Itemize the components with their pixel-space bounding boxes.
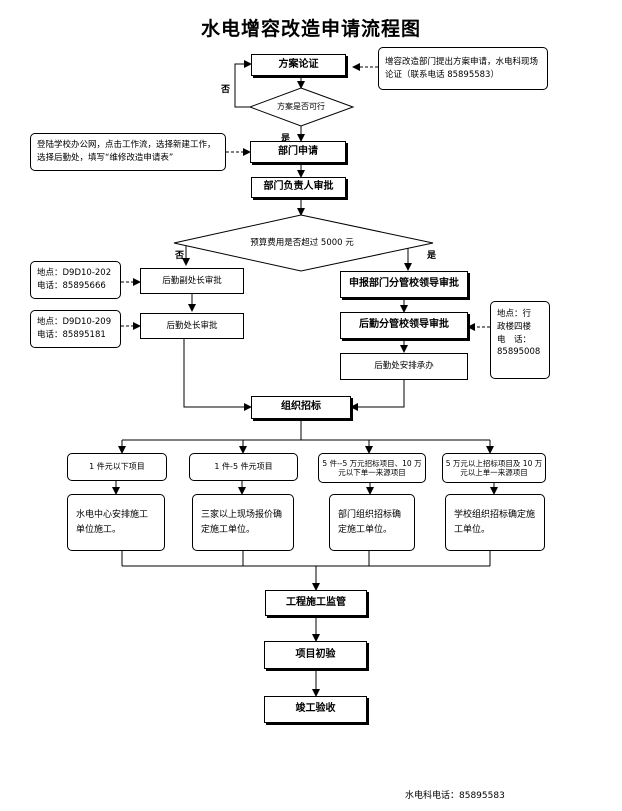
tier-action-4: 学校组织招标确定施工单位。 bbox=[445, 494, 545, 551]
leader-note-line2: 政楼四楼 bbox=[497, 321, 532, 332]
page-title: 水电增容改造申请流程图 bbox=[200, 18, 421, 40]
tier-action-2: 三家以上现场报价确定施工单位。 bbox=[192, 494, 294, 551]
apply-note: 登陆学校办公网，点击工作流，选择新建工作，选择后勤处，填写“维修改造申请表” bbox=[30, 133, 226, 171]
leader-note-line4: 85895008 bbox=[497, 347, 541, 358]
tier-condition-1: 1 件元以下项目 bbox=[67, 453, 167, 481]
director-note-line1: 地点：D9D10-209 bbox=[37, 317, 112, 327]
director-note: 地点：D9D10-209 电话：85895181 bbox=[30, 310, 121, 348]
construction-box: 工程施工监管 bbox=[265, 590, 367, 616]
dept-head-box: 部门负责人审批 bbox=[251, 177, 346, 198]
plan-note: 增容改造部门提出方案申请，水电科现场论证（联系电话 85895583） bbox=[378, 47, 548, 90]
leader-note: 地点：行 政楼四楼 电 话： 85895008 bbox=[490, 301, 550, 379]
feasible-diamond bbox=[248, 87, 355, 127]
deputy-note-line2: 电话：85895666 bbox=[37, 280, 106, 291]
bidding-box: 组织招标 bbox=[251, 396, 351, 419]
tier-action-3: 部门组织招标确定施工单位。 bbox=[329, 494, 415, 551]
director-note-line2: 电话：85895181 bbox=[37, 329, 106, 340]
feasible-yes-label: 是 bbox=[281, 134, 291, 144]
leader-note-line1: 地点：行 bbox=[497, 309, 532, 319]
report-leader-box: 申报部门分管校领导审批 bbox=[340, 271, 468, 298]
footer-phone: 水电科电话：85895583 bbox=[405, 791, 505, 801]
tier-condition-4: 5 万元以上招标项目及 10 万元以上单一来源项目 bbox=[442, 453, 546, 483]
tier-condition-3: 5 件--5 万元招标项目、10 万元以下单一来源项目 bbox=[318, 453, 426, 483]
initial-check-box: 项目初验 bbox=[264, 641, 367, 669]
tier-action-1: 水电中心安排施工单位施工。 bbox=[67, 494, 165, 551]
feasible-no-label: 否 bbox=[221, 85, 231, 95]
dept-apply-box: 部门申请 bbox=[250, 141, 346, 163]
tier-condition-2: 1 件-5 件元项目 bbox=[189, 453, 298, 481]
budget-yes-label: 是 bbox=[427, 251, 437, 261]
deputy-note-line1: 地点：D9D10-202 bbox=[37, 268, 112, 278]
deputy-note: 地点：D9D10-202 电话：85895666 bbox=[30, 261, 121, 299]
final-check-box: 竣工验收 bbox=[264, 696, 367, 723]
feasible-label: 方案是否可行 bbox=[277, 102, 325, 111]
budget-label: 预算费用是否超过 5000 元 bbox=[250, 238, 354, 248]
logistics-arrange-box: 后勤处安排承办 bbox=[340, 353, 468, 380]
budget-diamond bbox=[173, 214, 434, 272]
director-box: 后勤处长审批 bbox=[140, 313, 244, 339]
deputy-director-box: 后勤副处长审批 bbox=[140, 268, 244, 294]
plan-review-box: 方案论证 bbox=[251, 54, 346, 76]
leader-note-line3: 电 话： bbox=[497, 334, 532, 345]
logistics-leader-box: 后勤分管校领导审批 bbox=[340, 312, 468, 339]
budget-no-label: 否 bbox=[175, 251, 185, 261]
